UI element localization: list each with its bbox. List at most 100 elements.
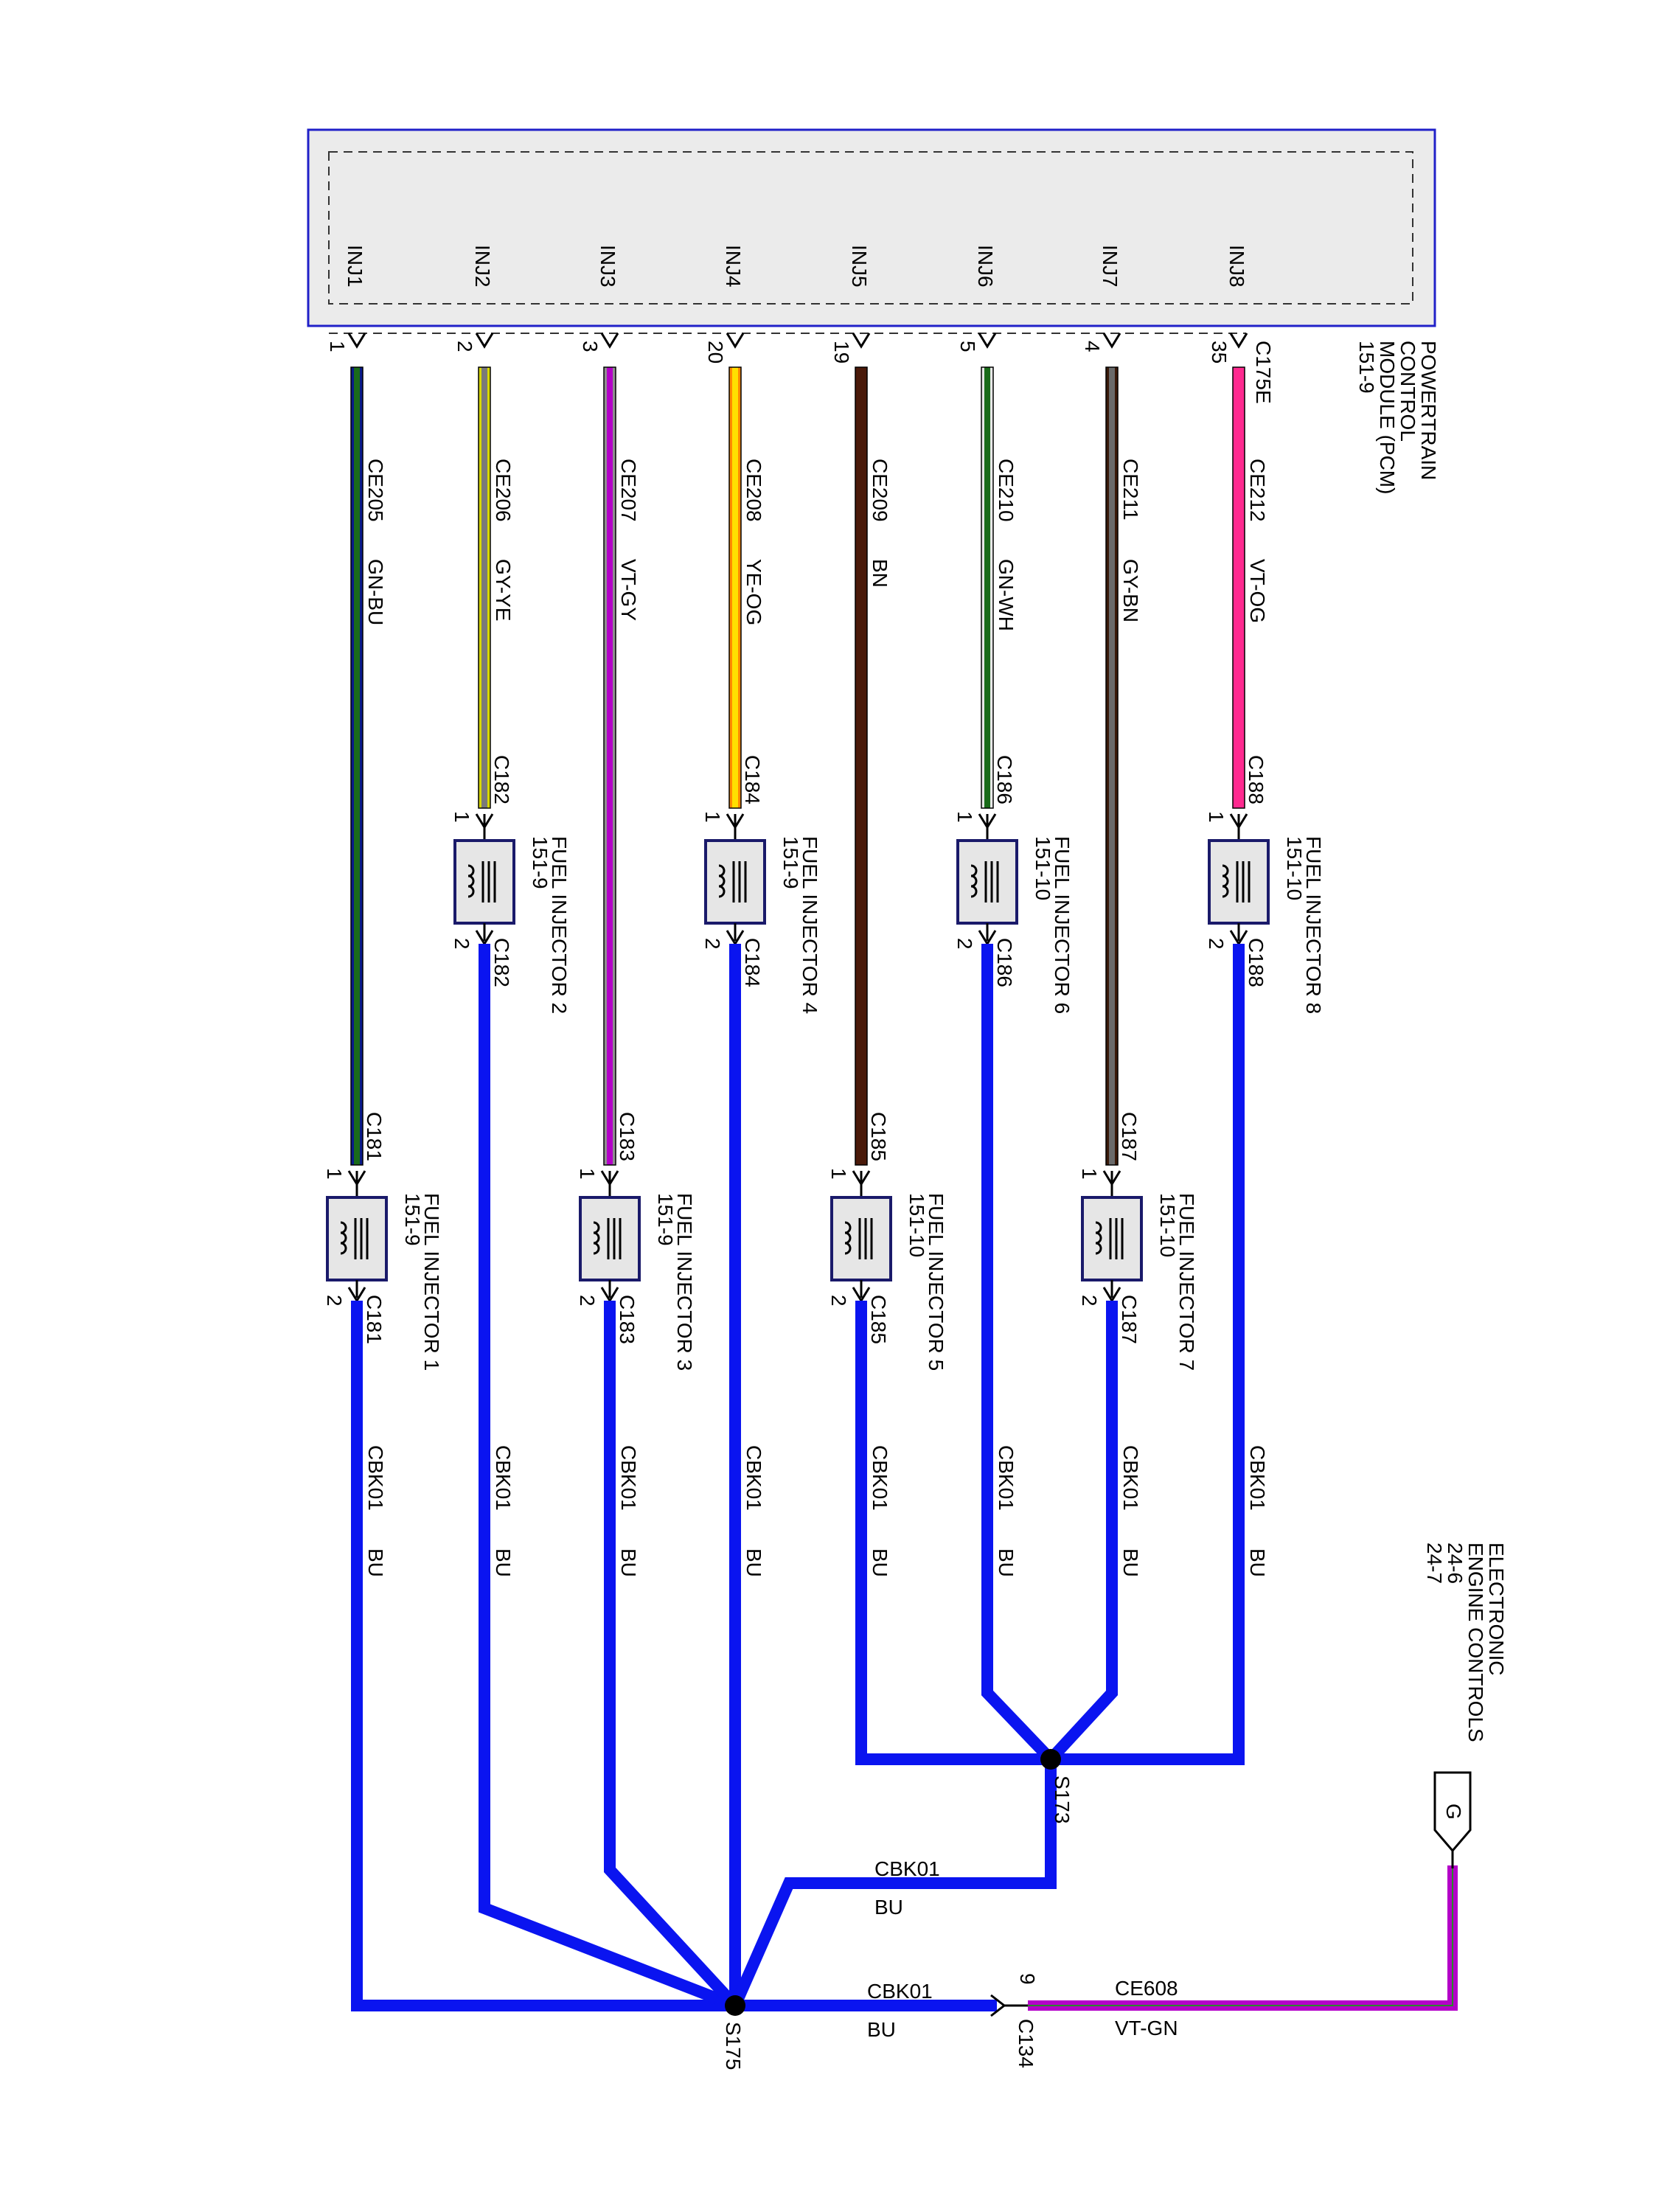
wire-color-code-label: GN-BU [364, 559, 387, 625]
wire-color-code-label: YE-OG [742, 559, 765, 625]
pcm-pin-label: INJ7 [1099, 245, 1121, 288]
injector-ref: 151-9 [529, 836, 552, 889]
injector-connector-out: C182 [490, 938, 513, 987]
connector-chevron [1229, 333, 1248, 349]
return-color-code-label: BU [742, 1548, 765, 1577]
injector-wire-outline-5 [855, 366, 868, 1166]
pcm-cavity-number: 35 [1208, 341, 1231, 364]
pcm-pin-label: INJ8 [1225, 245, 1248, 288]
injector-pin-out: 2 [953, 938, 976, 950]
injector-pin-out: 2 [1078, 1295, 1101, 1307]
injector-pin-in: 1 [1078, 1168, 1101, 1180]
pcm-cavity-number: 3 [579, 341, 602, 352]
ce608-wire-tracer [1028, 1865, 1453, 2006]
injector-coil-icon [467, 864, 475, 898]
injector-pin-in: 1 [323, 1168, 346, 1180]
injector-pin-out: 2 [323, 1295, 346, 1307]
pcm-module-box [307, 128, 1436, 327]
injector-name: FUEL INJECTOR 5 [925, 1193, 947, 1371]
c134-cavity-number: 9 [1016, 1973, 1039, 1985]
ground-ref-title-line: 24-6 [1444, 1543, 1467, 1584]
injector-body-7 [1081, 1196, 1143, 1281]
return-circuit-label: CBK01 [995, 1445, 1018, 1511]
return-circuit-label: CBK01 [1246, 1445, 1269, 1511]
connector-chevron [852, 333, 871, 349]
injector-name: FUEL INJECTOR 6 [1051, 836, 1074, 1014]
injector-pin-out: 2 [701, 938, 724, 950]
pcm-cavity-number: 19 [830, 341, 853, 364]
return-color-code-label: BU [995, 1548, 1018, 1577]
injector-body-4 [704, 839, 766, 925]
return-wire-inj1 [351, 1301, 735, 2011]
injector-ref: 151-10 [905, 1193, 928, 1257]
injector-ref: 151-9 [401, 1193, 424, 1246]
injector-body-3 [579, 1196, 641, 1281]
pcm-pin-label: INJ2 [471, 245, 494, 288]
return-circuit-label: CBK01 [492, 1445, 515, 1511]
injector-wire-tracer-2 [481, 367, 487, 808]
injector-ref: 151-9 [779, 836, 802, 889]
injector-name: FUEL INJECTOR 3 [673, 1193, 696, 1371]
injector-name: FUEL INJECTOR 1 [420, 1193, 443, 1371]
ground-ref-title-line: 24-7 [1423, 1543, 1446, 1584]
ground-ref-title-line: ELECTRONIC [1485, 1543, 1508, 1675]
pcm-pin-label: INJ3 [597, 245, 619, 288]
injector-name: FUEL INJECTOR 7 [1175, 1193, 1198, 1371]
return-circuit-label: CBK01 [869, 1445, 891, 1511]
ground-ref-symbol: G [1442, 1804, 1465, 1820]
ce608-wire [1028, 1865, 1458, 2011]
return-color-code-label: BU [364, 1548, 387, 1577]
injector-wire-outline-4 [728, 366, 742, 809]
injector-connector-out: C186 [993, 938, 1016, 987]
return-color-code-label: BU [874, 1896, 903, 1919]
ground-ref-title-line: ENGINE CONTROLS [1464, 1543, 1487, 1742]
return-color-code-label: BU [492, 1548, 515, 1577]
connector-chevron [1102, 333, 1121, 349]
injector-wire-outline-3 [603, 366, 616, 1166]
injector-pin-in: 1 [953, 811, 976, 823]
injector-coil-icon [1095, 1221, 1102, 1255]
splice-s175 [725, 1995, 745, 2016]
pcm-cavity-number: 4 [1081, 341, 1104, 352]
injector-coil-icon [970, 864, 978, 898]
injector-wire-tracer-1 [354, 367, 360, 1165]
injector-wire-outline-7 [1105, 366, 1119, 1166]
injector-wire-tracer-7 [1109, 367, 1115, 1165]
return-circuit-label: CBK01 [617, 1445, 640, 1511]
injector-connector-out: C184 [741, 938, 764, 987]
pcm-pin-label: INJ6 [974, 245, 997, 288]
injector-wire-tracer-4 [732, 367, 738, 808]
ce608-color-code-label: VT-GN [1115, 2017, 1178, 2039]
injector-pin-in: 1 [1205, 811, 1228, 823]
injector-ref: 151-10 [1032, 836, 1054, 900]
injector-pin-in: 1 [576, 1168, 599, 1180]
pcm-cavity-number: 2 [453, 341, 476, 352]
return-wire-inj5 [855, 1301, 1051, 1765]
connector-chevron [600, 333, 619, 349]
injector-pin-out: 2 [576, 1295, 599, 1307]
injector-wire-tracer-5 [858, 367, 864, 1165]
return-wire-inj8 [1051, 944, 1245, 1765]
splice-label-s173: S173 [1051, 1775, 1074, 1823]
injector-connector-in: C187 [1118, 1112, 1141, 1161]
injector-wire-outline-6 [981, 366, 994, 809]
pcm-title-line: MODULE (PCM) [1376, 341, 1399, 494]
injector-coil-icon [340, 1221, 347, 1255]
pcm-pin-label: INJ5 [848, 245, 871, 288]
return-color-code-label: BU [869, 1548, 891, 1577]
wire-circuit-label: CE212 [1246, 459, 1269, 522]
injector-connector-out: C185 [867, 1295, 890, 1344]
pcm-connector-label: C175E [1252, 341, 1275, 404]
wire-color-code-label: VT-OG [1246, 559, 1269, 623]
injector-connector-in: C186 [993, 755, 1016, 804]
return-color-code-label: BU [867, 2018, 896, 2041]
injector-coil-icon [718, 864, 726, 898]
wire-color-code-label: GY-YE [492, 559, 515, 622]
injector-name: FUEL INJECTOR 8 [1302, 836, 1325, 1014]
injector-pin-in: 1 [827, 1168, 850, 1180]
pcm-cavity-number: 20 [704, 341, 727, 364]
splice-s173 [1040, 1749, 1061, 1770]
injector-wire-tracer-3 [607, 367, 613, 1165]
wire-circuit-label: CE206 [492, 459, 515, 522]
ground-ref-arrow-icon [1433, 1771, 1472, 1853]
